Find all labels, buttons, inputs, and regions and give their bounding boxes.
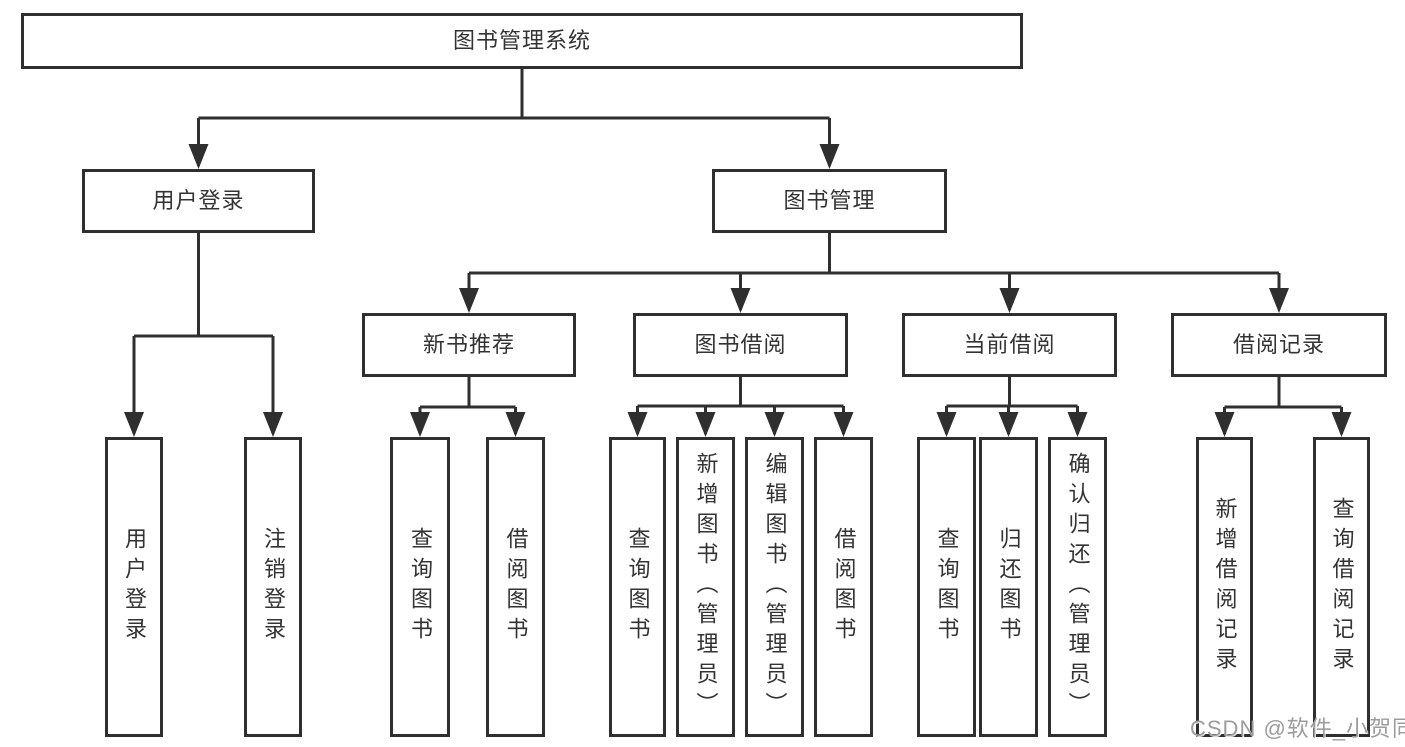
node-new-book-recommend: 新书推荐 <box>362 313 576 377</box>
arrowhead <box>1214 412 1235 437</box>
node-root: 图书管理系统 <box>21 13 1023 69</box>
leaf-logout-label: 注销登录 <box>261 527 286 647</box>
leaf-logout: 注销登录 <box>244 437 302 737</box>
arrowhead <box>695 412 716 437</box>
node-borrow-records-label: 借阅记录 <box>1232 332 1325 357</box>
connector-new-book-recommend-children <box>418 377 517 434</box>
arrowhead <box>998 412 1019 437</box>
leaf-borrow-book-recommend: 借阅图书 <box>486 437 545 737</box>
leaf-borrow-book-recommend-label: 借阅图书 <box>503 527 529 647</box>
arrowhead <box>1269 288 1289 313</box>
arrowhead <box>627 412 648 437</box>
arrowhead <box>936 412 957 437</box>
leaf-user-login-label: 用户登录 <box>122 527 147 647</box>
leaf-confirm-return-admin-label: 确认归还（管理员） <box>1065 452 1091 722</box>
arrowhead <box>999 288 1020 313</box>
arrowhead <box>410 412 430 437</box>
leaf-add-book-admin-label: 新增图书（管理员） <box>693 452 719 722</box>
connector-user-login-children <box>132 233 275 434</box>
leaf-borrow-book: 借阅图书 <box>814 437 873 737</box>
arrowhead <box>764 412 785 437</box>
arrowhead <box>459 288 479 313</box>
connector-book-management-children <box>467 233 1281 310</box>
leaf-add-borrow-record: 新增借阅记录 <box>1196 437 1253 737</box>
arrowhead <box>833 412 854 437</box>
arrowhead <box>819 144 840 169</box>
leaf-edit-book-admin-label: 编辑图书（管理员） <box>762 452 788 722</box>
leaf-user-login: 用户登录 <box>105 437 163 737</box>
node-book-borrow: 图书借阅 <box>633 313 848 377</box>
leaf-query-borrow-record-label: 查询借阅记录 <box>1329 497 1355 677</box>
node-user-login: 用户登录 <box>82 169 315 233</box>
arrowhead <box>505 412 526 437</box>
csdn-watermark: CSDN @软件_小贺同学 <box>1190 716 1405 741</box>
node-book-borrow-label: 图书借阅 <box>694 332 787 357</box>
node-current-borrow-label: 当前借阅 <box>963 332 1056 357</box>
arrowhead <box>124 412 144 437</box>
arrowhead <box>188 144 209 169</box>
arrowhead <box>730 288 751 313</box>
leaf-return-book-label: 归还图书 <box>996 527 1022 647</box>
leaf-query-book-current: 查询图书 <box>917 437 976 737</box>
connector-book-borrow-children <box>636 377 845 434</box>
leaf-query-book-borrow: 查询图书 <box>609 437 666 737</box>
arrowhead <box>263 412 283 437</box>
leaf-add-borrow-record-label: 新增借阅记录 <box>1212 497 1238 677</box>
leaf-confirm-return-admin: 确认归还（管理员） <box>1048 437 1107 737</box>
leaf-query-book-borrow-label: 查询图书 <box>625 527 651 647</box>
arrowhead <box>1067 412 1088 437</box>
node-borrow-records: 借阅记录 <box>1171 313 1387 377</box>
leaf-edit-book-admin: 编辑图书（管理员） <box>745 437 804 737</box>
connector-borrow-records-children <box>1223 377 1343 434</box>
leaf-borrow-book-label: 借阅图书 <box>831 527 857 647</box>
node-book-management: 图书管理 <box>712 169 947 233</box>
node-book-management-label: 图书管理 <box>783 188 876 213</box>
leaf-return-book: 归还图书 <box>979 437 1038 737</box>
leaf-query-book-recommend: 查询图书 <box>390 437 450 737</box>
node-new-book-recommend-label: 新书推荐 <box>422 332 515 357</box>
leaf-query-book-recommend-label: 查询图书 <box>408 527 433 647</box>
node-root-label: 图书管理系统 <box>452 28 591 53</box>
leaf-query-borrow-record: 查询借阅记录 <box>1313 437 1370 737</box>
leaf-add-book-admin: 新增图书（管理员） <box>676 437 735 737</box>
connector-root-to-level2 <box>197 69 831 166</box>
arrowhead <box>1331 412 1352 437</box>
node-user-login-label: 用户登录 <box>152 188 245 213</box>
leaf-query-book-current-label: 查询图书 <box>934 527 960 647</box>
node-current-borrow: 当前借阅 <box>902 313 1117 377</box>
